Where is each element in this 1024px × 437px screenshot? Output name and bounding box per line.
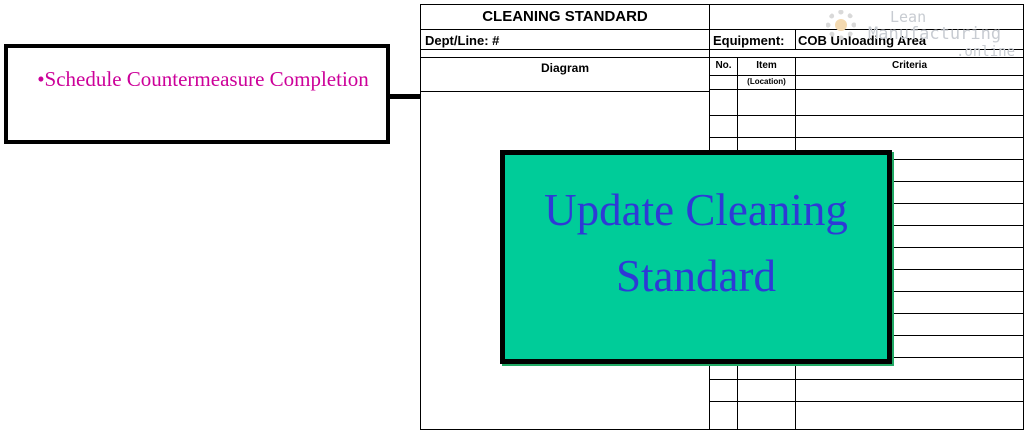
watermark-line2: Manufacturing — [868, 24, 1002, 44]
location-header: (Location) — [747, 77, 786, 86]
watermark-line3: .online — [956, 44, 1016, 60]
item-header: Item — [756, 60, 777, 71]
callout-box: •Schedule Countermeasure Completion — [4, 44, 390, 144]
update-box-text: Update Cleaning Standard — [544, 185, 848, 301]
equipment-value: COB Unloading Area — [798, 33, 927, 48]
diagram-header: Diagram — [540, 61, 590, 75]
watermark-line1: Lean — [890, 8, 927, 26]
form-title: CLEANING STANDARD — [482, 8, 648, 25]
gear-icon — [826, 10, 856, 40]
no-header: No. — [715, 60, 732, 71]
update-cleaning-standard-box: Update Cleaning Standard — [500, 150, 892, 364]
callout-text: •Schedule Countermeasure Completion — [37, 67, 369, 91]
dept-line-label: Dept/Line: # — [425, 33, 500, 48]
criteria-header: Criteria — [891, 60, 927, 71]
gear-center-icon — [835, 19, 847, 31]
equipment-label: Equipment: — [713, 33, 785, 48]
